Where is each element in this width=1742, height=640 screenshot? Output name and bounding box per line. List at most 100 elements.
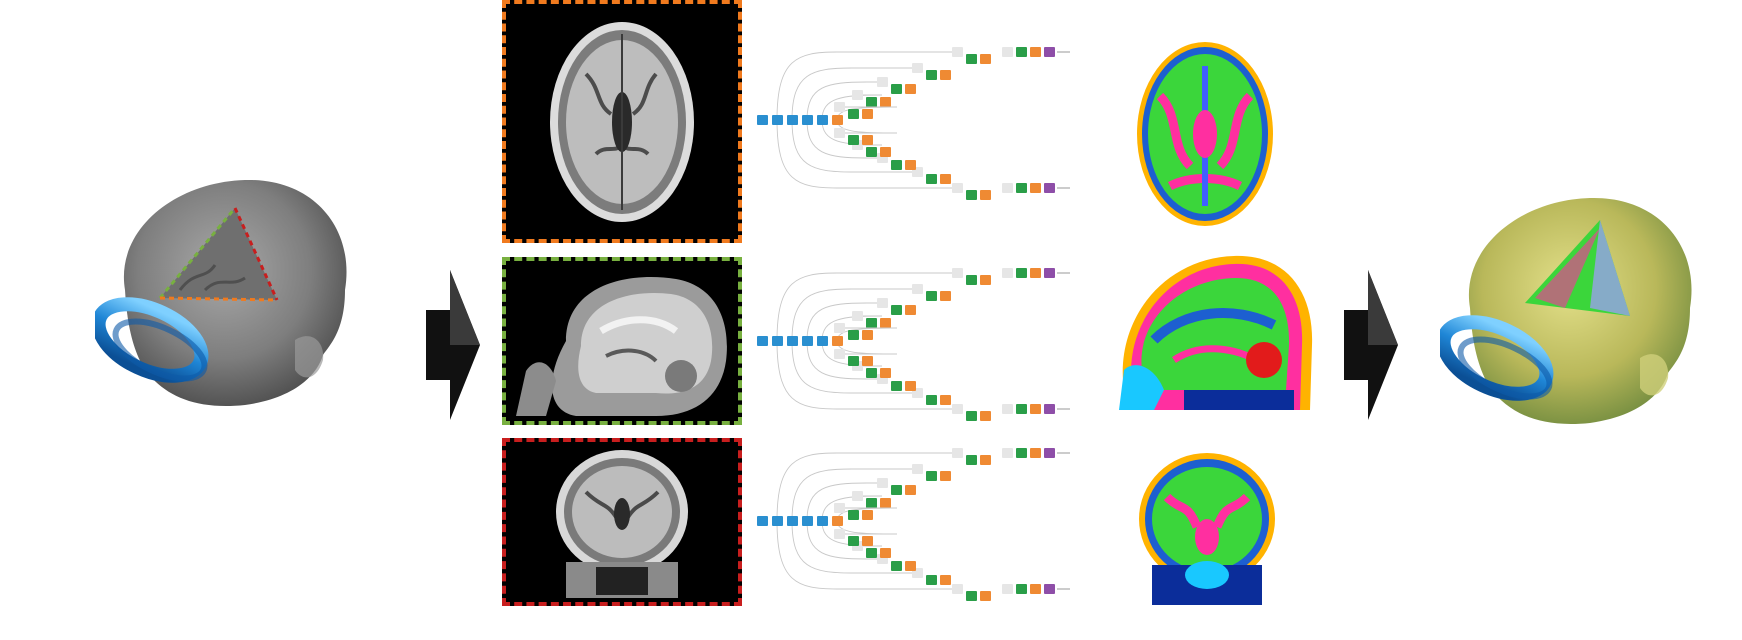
encoder-block: [802, 115, 813, 125]
connection-line: [791, 520, 922, 574]
encoder-block: [772, 336, 783, 346]
connection-line: [821, 520, 883, 547]
decoder-up-block: [1030, 183, 1041, 193]
encoder-block: [787, 336, 798, 346]
decoder-conv-block: [1016, 448, 1027, 458]
decoder-conv-block: [966, 275, 977, 285]
encoder-block: [772, 115, 783, 125]
encoder-block: [787, 516, 798, 526]
connection-line: [776, 272, 962, 342]
decoder-up-block: [862, 510, 873, 520]
skip-block: [1002, 183, 1013, 193]
skip-block: [1002, 448, 1013, 458]
encoder-block: [757, 115, 768, 125]
connection-line: [776, 51, 962, 121]
decoder-up-block: [880, 318, 891, 328]
decoder-conv-block: [866, 97, 877, 107]
cutout-region: [160, 208, 277, 300]
decoder-up-block: [905, 485, 916, 495]
decoder-conv-block: [848, 135, 859, 145]
skip-block: [852, 491, 863, 501]
encoder-block: [787, 115, 798, 125]
decoder-conv-block: [966, 190, 977, 200]
coronal-slice: [502, 438, 742, 606]
decoder-conv-block: [891, 84, 902, 94]
connection-line: [836, 340, 898, 355]
decoder-up-block: [880, 498, 891, 508]
decoder-conv-block: [891, 561, 902, 571]
decoder-conv-block: [848, 536, 859, 546]
output-head-volume: [1436, 188, 1730, 438]
output-block: [1044, 268, 1055, 278]
decoder-up-block: [1030, 404, 1041, 414]
decoder-conv-block: [1016, 404, 1027, 414]
arrow-icon: [422, 270, 482, 420]
connection-line: [776, 520, 962, 590]
decoder-conv-block: [1016, 584, 1027, 594]
encoder-block: [832, 336, 843, 346]
decoder-conv-block: [891, 485, 902, 495]
decoder-up-block: [905, 160, 916, 170]
decoder-conv-block: [866, 548, 877, 558]
skip-block: [952, 268, 963, 278]
decoder-conv-block: [926, 471, 937, 481]
decoder-up-block: [862, 109, 873, 119]
decoder-conv-block: [1016, 47, 1027, 57]
decoder-conv-block: [926, 575, 937, 585]
decoder-conv-block: [891, 381, 902, 391]
decoder-up-block: [862, 536, 873, 546]
skip-block: [952, 404, 963, 414]
skip-block: [1002, 47, 1013, 57]
decoder-up-block: [905, 561, 916, 571]
decoder-up-block: [1030, 268, 1041, 278]
network-coronal: [752, 441, 1102, 601]
decoder-up-block: [940, 395, 951, 405]
decoder-conv-block: [1016, 183, 1027, 193]
skip-block: [912, 464, 923, 474]
output-block: [1044, 584, 1055, 594]
encoder-block: [802, 516, 813, 526]
output-block: [1044, 448, 1055, 458]
decoder-conv-block: [891, 160, 902, 170]
skip-block: [952, 448, 963, 458]
decoder-up-block: [905, 305, 916, 315]
decoder-conv-block: [926, 70, 937, 80]
connection-line: [776, 452, 962, 522]
skip-block: [912, 284, 923, 294]
connection-line: [821, 119, 883, 146]
decoder-conv-block: [926, 395, 937, 405]
connection-line: [806, 482, 887, 522]
decoder-conv-block: [891, 305, 902, 315]
decoder-up-block: [905, 84, 916, 94]
skip-block: [852, 311, 863, 321]
skip-block: [834, 323, 845, 333]
encoder-block: [757, 516, 768, 526]
connection-line: [806, 81, 887, 121]
encoder-block: [802, 336, 813, 346]
encoder-block: [832, 115, 843, 125]
network-sagittal: [752, 261, 1102, 421]
output-block: [1044, 183, 1055, 193]
connection-line: [776, 340, 962, 410]
network-axial: [752, 40, 1102, 200]
decoder-up-block: [980, 275, 991, 285]
encoder-block: [757, 336, 768, 346]
decoder-conv-block: [848, 356, 859, 366]
encoder-block: [817, 115, 828, 125]
decoder-up-block: [862, 135, 873, 145]
decoder-conv-block: [926, 174, 937, 184]
coronal-segmentation: [1132, 447, 1282, 605]
decoder-up-block: [980, 411, 991, 421]
skip-block: [1002, 584, 1013, 594]
skip-block: [834, 349, 845, 359]
skip-block: [952, 183, 963, 193]
ring-icon: [1436, 315, 1554, 401]
decoder-up-block: [862, 330, 873, 340]
skip-block: [1002, 268, 1013, 278]
skip-block: [952, 584, 963, 594]
skip-block: [834, 529, 845, 539]
encoder-block: [817, 336, 828, 346]
skip-block: [1002, 404, 1013, 414]
decoder-up-block: [1030, 584, 1041, 594]
decoder-up-block: [940, 471, 951, 481]
